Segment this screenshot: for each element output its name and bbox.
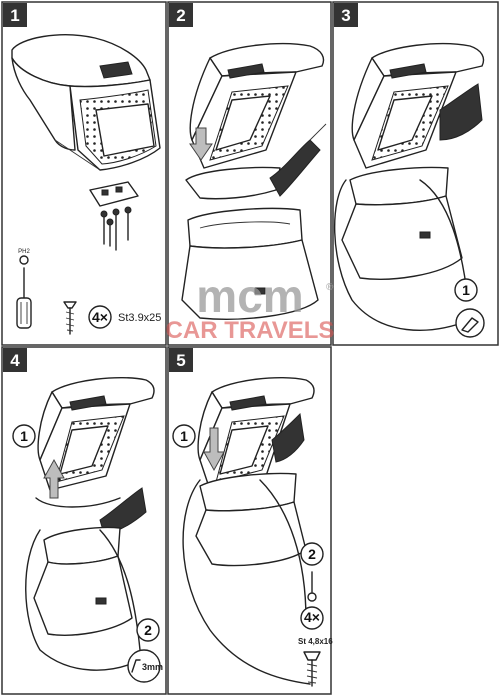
panel-5-screw-icon	[307, 571, 317, 602]
panel-4-step2-badge: 2	[136, 618, 160, 642]
watermark-subtitle: CAR TRAVELS	[166, 317, 335, 344]
self-tapping-screw-icon	[303, 651, 321, 687]
panel-5-step1-badge: 1	[172, 424, 196, 448]
panel-badge-5: 5	[169, 348, 193, 372]
panel-number-3: 3	[341, 6, 350, 25]
panel-5-step2-badge: 2	[300, 542, 324, 566]
panel-number-5: 5	[176, 351, 185, 370]
panel-5-step2-number: 2	[308, 546, 316, 562]
hex-key-size-label: 3mm	[142, 662, 163, 672]
panel-1-armrest-illustration: PH2 4× St3.9x25	[11, 34, 161, 335]
watermark-brand: mcm	[196, 270, 303, 322]
panel-5-count-badge: 4×	[300, 606, 324, 630]
up-arrow-icon	[43, 458, 65, 499]
panel-5-armrest-illustration: 1 2 4× St 4,8x16	[172, 376, 333, 687]
panel-5-step1-number: 1	[180, 428, 188, 444]
panel-5-screw-size-label: St 4,8x16	[298, 637, 333, 646]
panel-frame-5	[167, 346, 332, 695]
screwdriver-icon	[16, 255, 32, 329]
screw-count-label: 4×	[92, 309, 108, 325]
panel-2-armrest-illustration	[181, 42, 327, 320]
watermark-logo: mcm ® CAR TRAVELS	[166, 270, 335, 344]
panel-3-armrest-illustration: 1	[334, 42, 485, 338]
tool-type-label: PH2	[18, 249, 30, 255]
hex-key-icon	[127, 649, 161, 683]
panel-number-4: 4	[10, 351, 20, 370]
panel-4-step1-badge: 1	[12, 424, 36, 448]
panel-3-step-number: 1	[462, 282, 470, 298]
hand-tool-icon	[455, 308, 485, 338]
panel-5-count-label: 4×	[304, 609, 320, 625]
down-arrow-icon	[189, 127, 213, 161]
panel-badge-2: 2	[169, 3, 193, 27]
panel-number-1: 1	[10, 6, 19, 25]
panel-badge-1: 1	[3, 3, 27, 27]
panel-number-2: 2	[176, 6, 185, 25]
screw-count-badge: 4×	[88, 305, 112, 329]
panel-frame-3	[332, 1, 499, 346]
panel-4-step2-number: 2	[144, 622, 152, 638]
watermark-registered: ®	[326, 282, 334, 293]
screw-size-label: St3.9x25	[118, 312, 161, 324]
panel-badge-4: 4	[3, 348, 27, 372]
panel-frame-2	[167, 1, 332, 346]
panel-3-step-badge: 1	[454, 278, 478, 302]
down-arrow-icon-2	[203, 427, 225, 472]
panel-1-screws	[100, 206, 132, 251]
panel-badge-3: 3	[334, 3, 358, 27]
wood-screw-icon	[63, 301, 77, 335]
panel-4-step1-number: 1	[20, 428, 28, 444]
panel-frame-4	[1, 346, 167, 695]
panel-4-armrest-illustration: 1 2 3mm	[12, 376, 163, 683]
panel-frame-1	[1, 1, 167, 346]
